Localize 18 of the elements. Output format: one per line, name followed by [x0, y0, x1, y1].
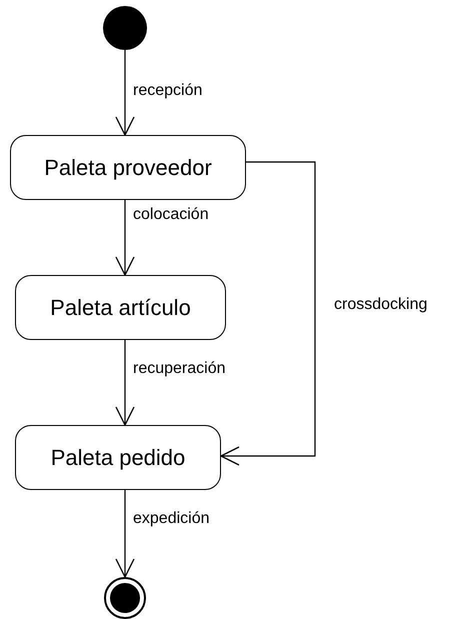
edge-label: recepción	[133, 82, 202, 100]
transition-arrow	[220, 161, 316, 466]
transition-arrow	[115, 200, 135, 276]
state-box	[15, 425, 221, 490]
transition-arrow	[115, 490, 135, 578]
state-name: Paleta pedido	[50, 444, 186, 470]
edge-label: recuperación	[133, 360, 226, 378]
state-name: Paleta artículo	[50, 294, 191, 320]
final-state	[104, 577, 146, 619]
edge-label: crossdocking	[334, 296, 428, 314]
state-box	[10, 135, 246, 200]
state-box	[15, 275, 226, 340]
edge-label: expedición	[133, 510, 210, 528]
transition-arrow	[115, 50, 135, 136]
edge-label: colocación	[133, 206, 209, 224]
state-name: Paleta proveedor	[44, 154, 212, 180]
transition-arrow	[115, 340, 135, 426]
initial-state	[103, 6, 147, 50]
